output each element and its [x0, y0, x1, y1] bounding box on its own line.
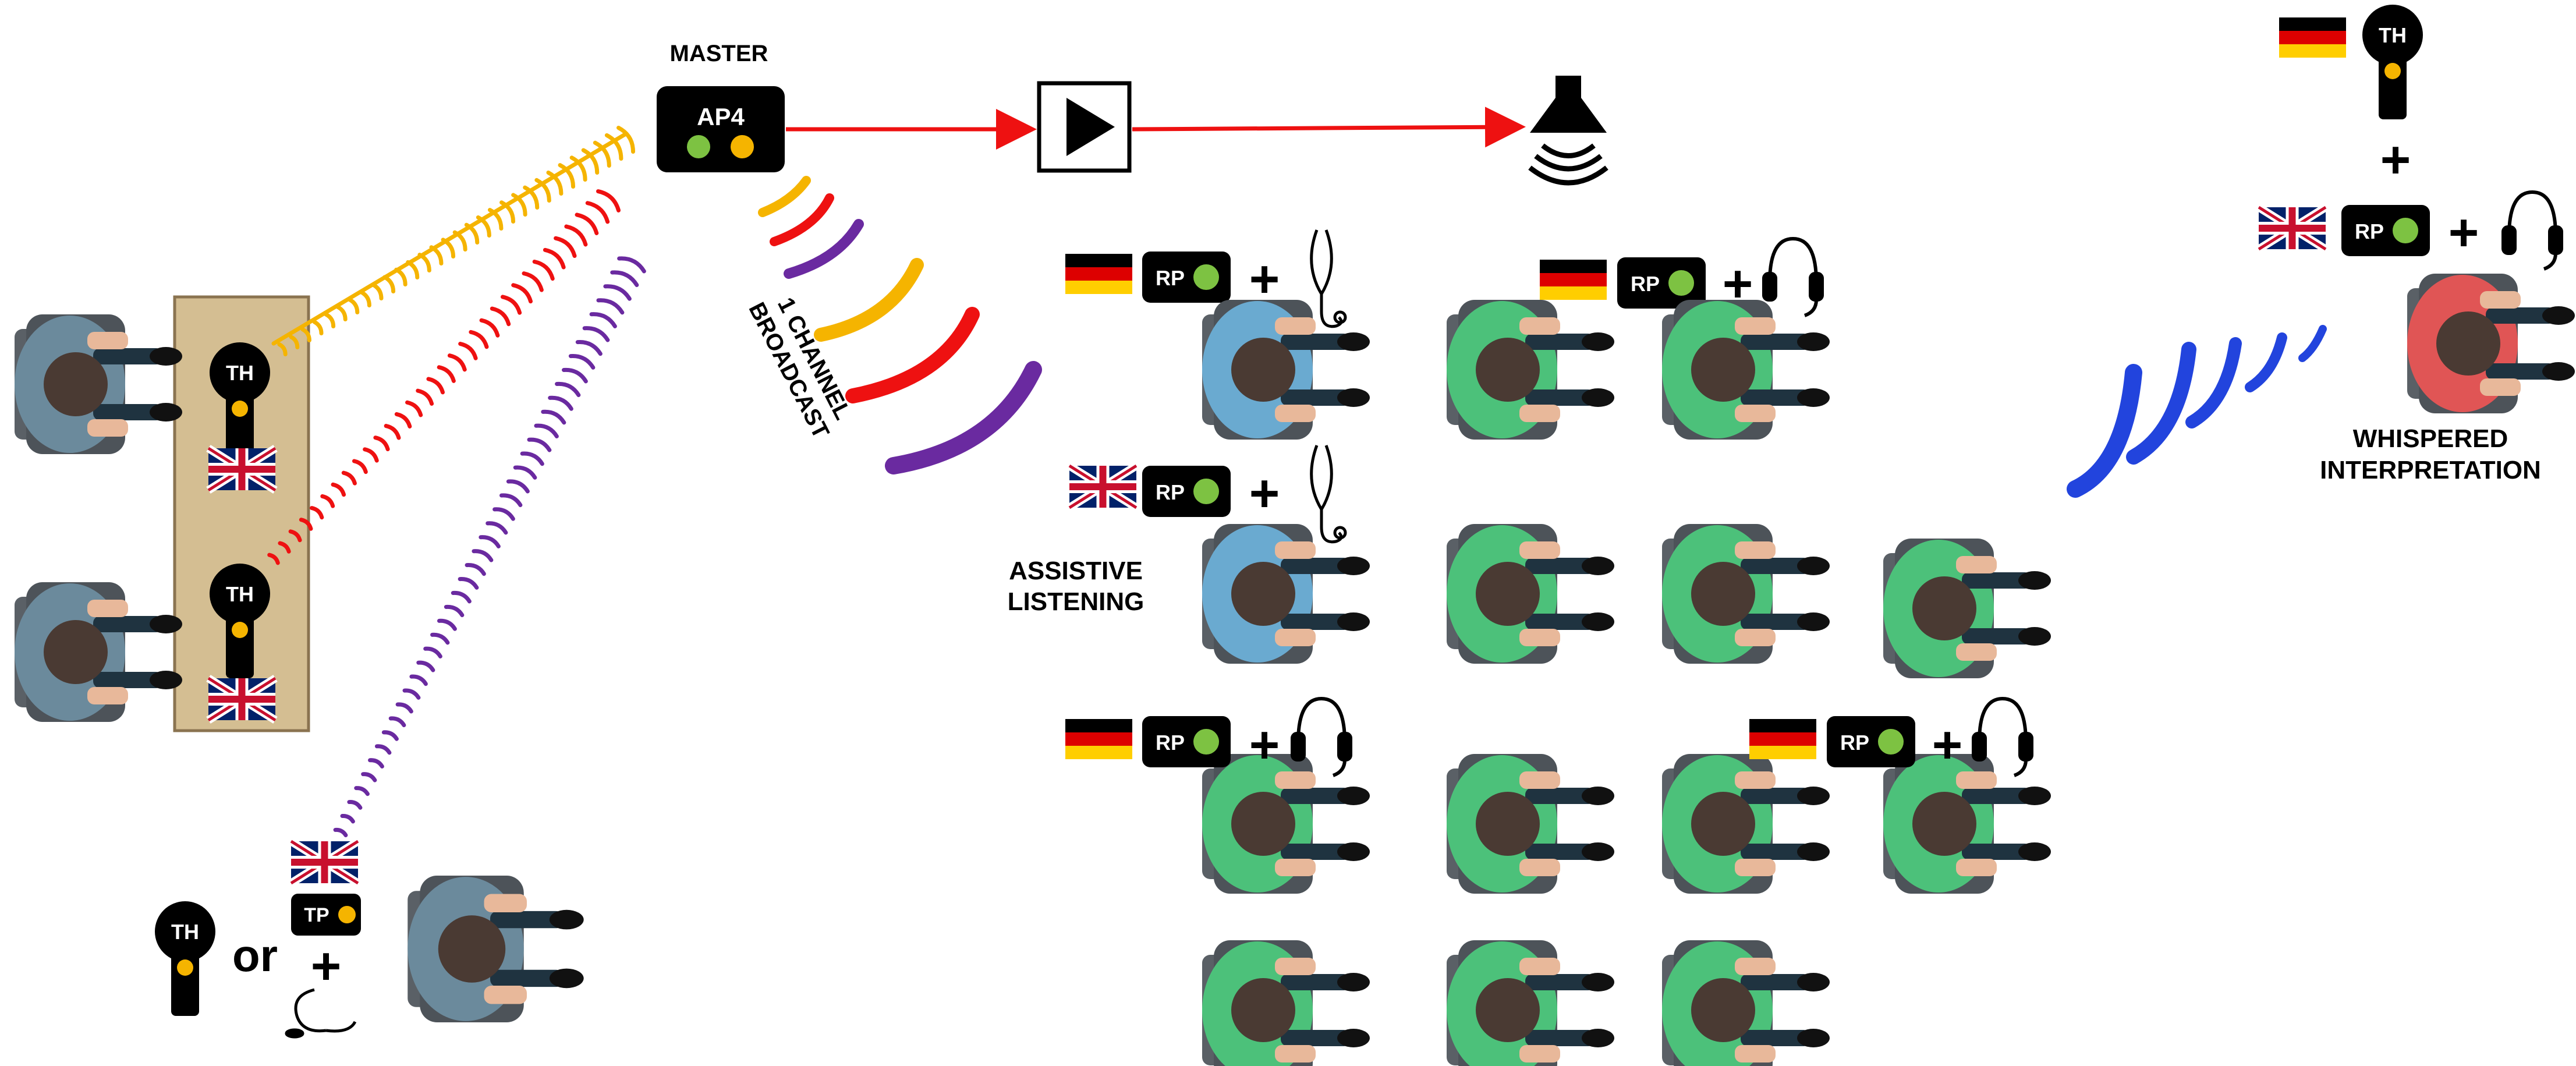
- assistive-listener-person: [1202, 524, 1370, 664]
- listener-person: [1883, 754, 2051, 894]
- th-label: TH: [171, 920, 199, 944]
- th-label: TH: [226, 582, 254, 606]
- listener-person: [1447, 524, 1614, 664]
- led-orange: [2384, 63, 2401, 79]
- assistive-label-line1: ASSISTIVE: [1009, 557, 1143, 585]
- plus-sign: +: [1249, 716, 1280, 774]
- headphones-icon: [2501, 190, 2563, 271]
- listener-person: [1447, 300, 1614, 440]
- listener-person: [1662, 940, 1830, 1066]
- master-transmitter[interactable]: AP4: [657, 86, 785, 172]
- listener-person: [1883, 539, 2051, 678]
- flag-de-icon: [1540, 260, 1607, 300]
- led-green: [1668, 270, 1694, 296]
- th-label: TH: [226, 361, 254, 385]
- assistive-label-line2: LISTENING: [1008, 587, 1145, 616]
- receiver-label: RP: [1156, 480, 1185, 504]
- listener-person: [1447, 754, 1614, 894]
- headphones-icon: [1291, 696, 1352, 777]
- receiver-rp[interactable]: RP: [2341, 205, 2430, 256]
- speaker-icon: [1528, 76, 1608, 186]
- receiver-label: RP: [1156, 266, 1185, 290]
- talk-handheld-th[interactable]: TH: [2362, 5, 2423, 119]
- plus-sign: +: [1932, 716, 1963, 774]
- listener-person: [1202, 940, 1370, 1066]
- receiver-rp[interactable]: RP: [1142, 466, 1231, 517]
- receiver-label: RP: [2355, 219, 2384, 243]
- stethoset-earphone-icon: [1310, 445, 1347, 544]
- talk-handheld-th[interactable]: TH: [210, 342, 270, 457]
- receiver-rp[interactable]: RP: [1142, 252, 1231, 303]
- plus-sign: +: [2380, 131, 2411, 189]
- receiver-rp[interactable]: RP: [1827, 716, 1915, 767]
- led-green: [1193, 264, 1219, 290]
- broadcast-waves: [758, 176, 1042, 474]
- presenter-person: [408, 876, 584, 1022]
- flag-de-icon: [1749, 719, 1816, 759]
- headset-mic-icon: [285, 988, 357, 1039]
- interpreter-signal-purple-dashes: [333, 256, 646, 838]
- whisper-waves: [2067, 325, 2327, 498]
- headphones-icon: [1762, 236, 1824, 317]
- led-orange: [232, 622, 248, 638]
- interpreter-person: [15, 582, 182, 722]
- listener-person: [1202, 754, 1370, 894]
- flag-uk-icon: [1067, 462, 1139, 511]
- flag-de-icon: [1065, 719, 1132, 759]
- flag-de-icon: [2279, 17, 2346, 58]
- led-orange: [232, 401, 248, 417]
- led-orange: [338, 906, 356, 923]
- receiver-label: RP: [1156, 731, 1185, 755]
- led-orange: [731, 135, 754, 158]
- whispered-label-line2: INTERPRETATION: [2320, 456, 2541, 484]
- flag-uk-icon: [206, 445, 278, 494]
- master-label: MASTER: [670, 41, 768, 66]
- listener-person: [1662, 754, 1830, 894]
- receiver-label: RP: [1840, 731, 1869, 755]
- led-green: [1193, 479, 1219, 504]
- receiver-rp[interactable]: RP: [1142, 716, 1231, 767]
- master-device-label: AP4: [697, 103, 745, 130]
- listener-person: [1447, 940, 1614, 1066]
- listener-person: [1662, 524, 1830, 664]
- flag-uk-icon: [206, 675, 278, 724]
- led-green: [1193, 729, 1219, 755]
- plus-sign: +: [1249, 250, 1280, 309]
- th-label: TH: [2379, 23, 2407, 47]
- transmitter-tp[interactable]: TP: [291, 894, 361, 936]
- flag-uk-icon: [2256, 204, 2328, 253]
- signal-arrow: [1132, 107, 1526, 148]
- or-label: or: [232, 930, 278, 981]
- tp-label: TP: [304, 904, 329, 926]
- plus-sign: +: [2449, 204, 2479, 262]
- talk-handheld-th[interactable]: TH: [155, 901, 215, 1016]
- led-green: [687, 135, 710, 158]
- flag-de-icon: [1065, 254, 1132, 294]
- interpreter-signal-red-dashes: [267, 189, 621, 565]
- headphones-icon: [1972, 696, 2033, 777]
- assistive-listener-person: [1202, 300, 1370, 440]
- led-green: [1878, 729, 1904, 755]
- talk-handheld-th[interactable]: TH: [210, 564, 270, 678]
- plus-sign: +: [1249, 465, 1280, 523]
- interpreter-signal-yellow: [271, 132, 628, 346]
- interpreter-signal-yellow-dashes: [277, 126, 635, 357]
- interpreter-person: [15, 314, 182, 454]
- plus-sign: +: [311, 937, 342, 996]
- receiver-label: RP: [1631, 272, 1660, 296]
- flag-uk-icon: [289, 838, 360, 887]
- led-orange: [177, 959, 193, 976]
- receiver-rp[interactable]: RP: [1617, 257, 1706, 309]
- stethoset-earphone-icon: [1310, 229, 1347, 328]
- whispered-listener-person: [2407, 274, 2575, 413]
- whispered-label-line1: WHISPERED: [2353, 424, 2508, 453]
- play-icon: [1037, 81, 1132, 173]
- listener-person: [1662, 300, 1830, 440]
- led-green: [2393, 218, 2418, 243]
